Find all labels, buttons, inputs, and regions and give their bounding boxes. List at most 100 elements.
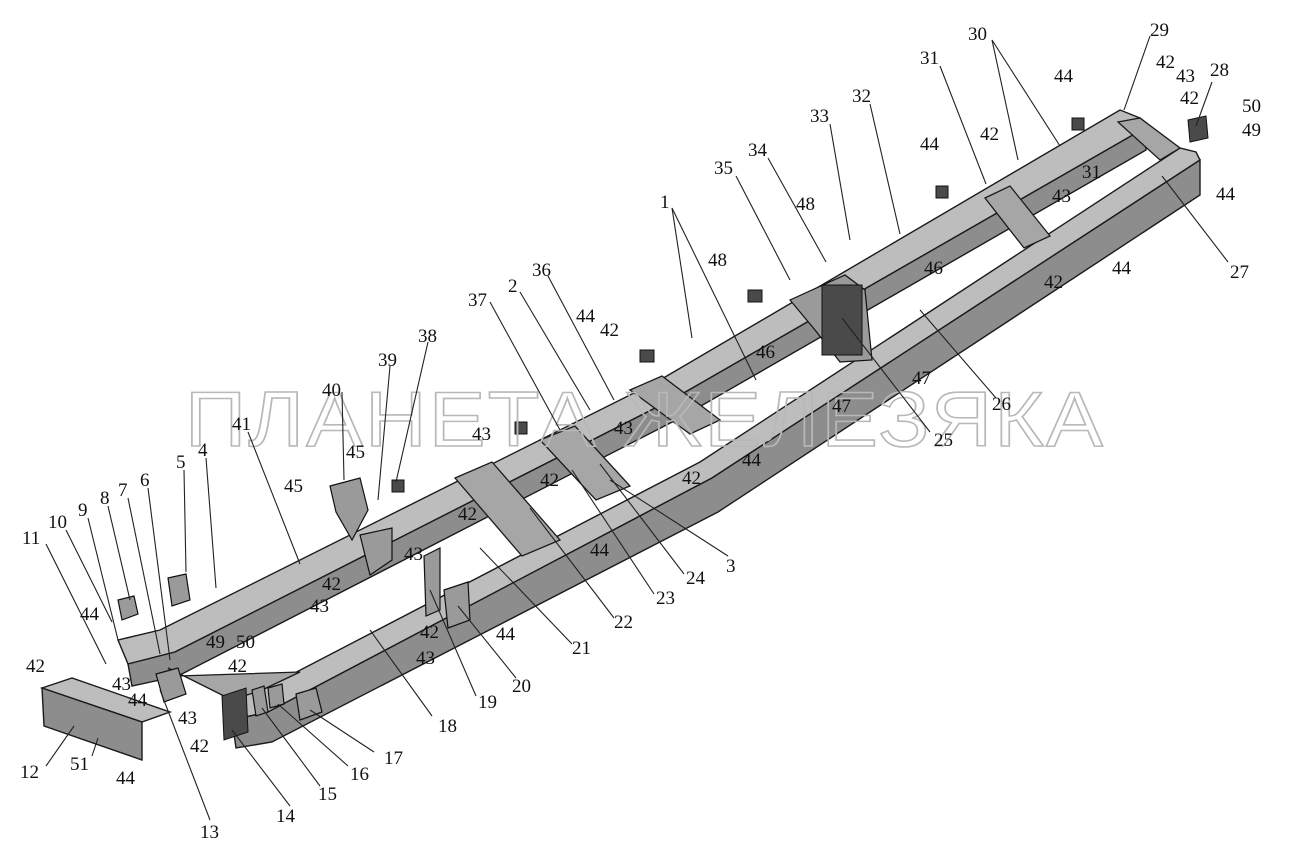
leader-14 (231, 729, 291, 807)
callout-37: 37 (468, 290, 487, 311)
bracket-40 (329, 477, 369, 542)
callout-41: 41 (232, 414, 251, 435)
leader-1a (671, 207, 693, 339)
leader-2 (519, 291, 591, 411)
callout-42: 42 (600, 320, 619, 341)
leader-10 (65, 529, 113, 623)
callout-42: 42 (540, 470, 559, 491)
callout-9: 9 (78, 500, 88, 521)
leader-7 (127, 497, 161, 655)
leader-6 (147, 487, 171, 661)
leader-21 (479, 547, 573, 645)
callout-43: 43 (614, 418, 633, 439)
leader-22 (529, 507, 615, 619)
cross-member-middle (628, 375, 722, 435)
bracket-17 (295, 687, 323, 721)
callout-51: 51 (70, 754, 89, 775)
bracket-top-3 (514, 421, 528, 435)
callout-26: 26 (992, 394, 1011, 415)
leader-26 (919, 309, 997, 399)
leader-28 (1195, 81, 1213, 127)
leader-5 (183, 469, 187, 573)
leader-17 (309, 709, 375, 753)
callout-labels: 1 2 3 4 5 6 7 8 9 10 11 12 13 14 15 16 1… (20, 20, 1261, 843)
leader-16 (277, 703, 349, 767)
callout-44: 44 (590, 540, 610, 561)
callout-31b: 31 (1082, 162, 1101, 183)
leader-32 (869, 103, 901, 235)
callout-10: 10 (48, 512, 67, 533)
leader-9 (87, 517, 119, 641)
leader-1b (671, 207, 757, 381)
callout-22: 22 (614, 612, 633, 633)
callout-48: 48 (796, 194, 815, 215)
callout-49: 49 (1242, 120, 1261, 141)
callout-4: 4 (198, 440, 208, 461)
leader-27 (1161, 175, 1229, 263)
bracket-28 (1187, 115, 1209, 143)
leader-24 (599, 463, 685, 575)
callout-3: 3 (726, 556, 736, 577)
leader-36 (547, 275, 615, 401)
leader-4 (205, 457, 217, 589)
callout-25: 25 (934, 430, 953, 451)
callout-42: 42 (190, 736, 209, 757)
front-bumper-face (41, 687, 143, 761)
bracket-19 (423, 547, 441, 617)
callout-44: 44 (576, 306, 596, 327)
leader-31 (939, 65, 987, 185)
bracket-16 (267, 683, 285, 709)
callout-17: 17 (384, 748, 403, 769)
callout-43: 43 (178, 708, 197, 729)
bracket-14 (221, 687, 249, 741)
bracket-48-a (747, 289, 763, 303)
callout-23: 23 (656, 588, 675, 609)
leader-37 (489, 301, 561, 431)
leader-12-51 (91, 737, 99, 757)
callout-18: 18 (438, 716, 457, 737)
callout-5: 5 (176, 452, 186, 473)
spring-bracket-plate (821, 284, 863, 356)
callout-14: 14 (276, 806, 296, 827)
leader-30a (991, 39, 1019, 161)
callout-42: 42 (26, 656, 45, 677)
leader-25 (841, 317, 931, 433)
callout-47: 47 (832, 396, 851, 417)
leader-29 (1123, 35, 1151, 111)
cross-member-22 (453, 461, 562, 557)
bracket-8 (117, 595, 139, 621)
leader-lines (45, 35, 1229, 821)
callout-42: 42 (322, 574, 341, 595)
callout-43: 43 (112, 674, 131, 695)
leader-15 (261, 707, 321, 787)
callout-43: 43 (404, 544, 423, 565)
leader-41 (247, 431, 301, 565)
callout-19: 19 (478, 692, 497, 713)
callout-46: 46 (924, 258, 943, 279)
leader-34 (767, 157, 827, 263)
callout-1: 1 (660, 192, 670, 213)
callout-11: 11 (22, 528, 40, 549)
callout-32: 32 (852, 86, 871, 107)
callout-44: 44 (116, 768, 136, 789)
callout-15: 15 (318, 784, 337, 805)
callout-27: 27 (1230, 262, 1249, 283)
callout-47: 47 (912, 368, 931, 389)
leader-35 (735, 175, 791, 281)
leader-30b (991, 39, 1061, 147)
callout-42: 42 (420, 622, 439, 643)
callout-42: 42 (682, 468, 701, 489)
callout-43: 43 (416, 648, 435, 669)
callout-50: 50 (1242, 96, 1261, 117)
callout-34: 34 (748, 140, 768, 161)
callout-44: 44 (920, 134, 940, 155)
callout-40: 40 (322, 380, 341, 401)
callout-8: 8 (100, 488, 110, 509)
callout-6: 6 (140, 470, 150, 491)
callout-44: 44 (128, 690, 148, 711)
callout-45: 45 (284, 476, 303, 497)
watermark-text: ПЛАНЕТА ЖЕЛЕЗЯКА (185, 375, 1105, 463)
callout-50: 50 (236, 632, 255, 653)
leader-40 (341, 391, 345, 481)
cross-member-23 (538, 425, 632, 501)
